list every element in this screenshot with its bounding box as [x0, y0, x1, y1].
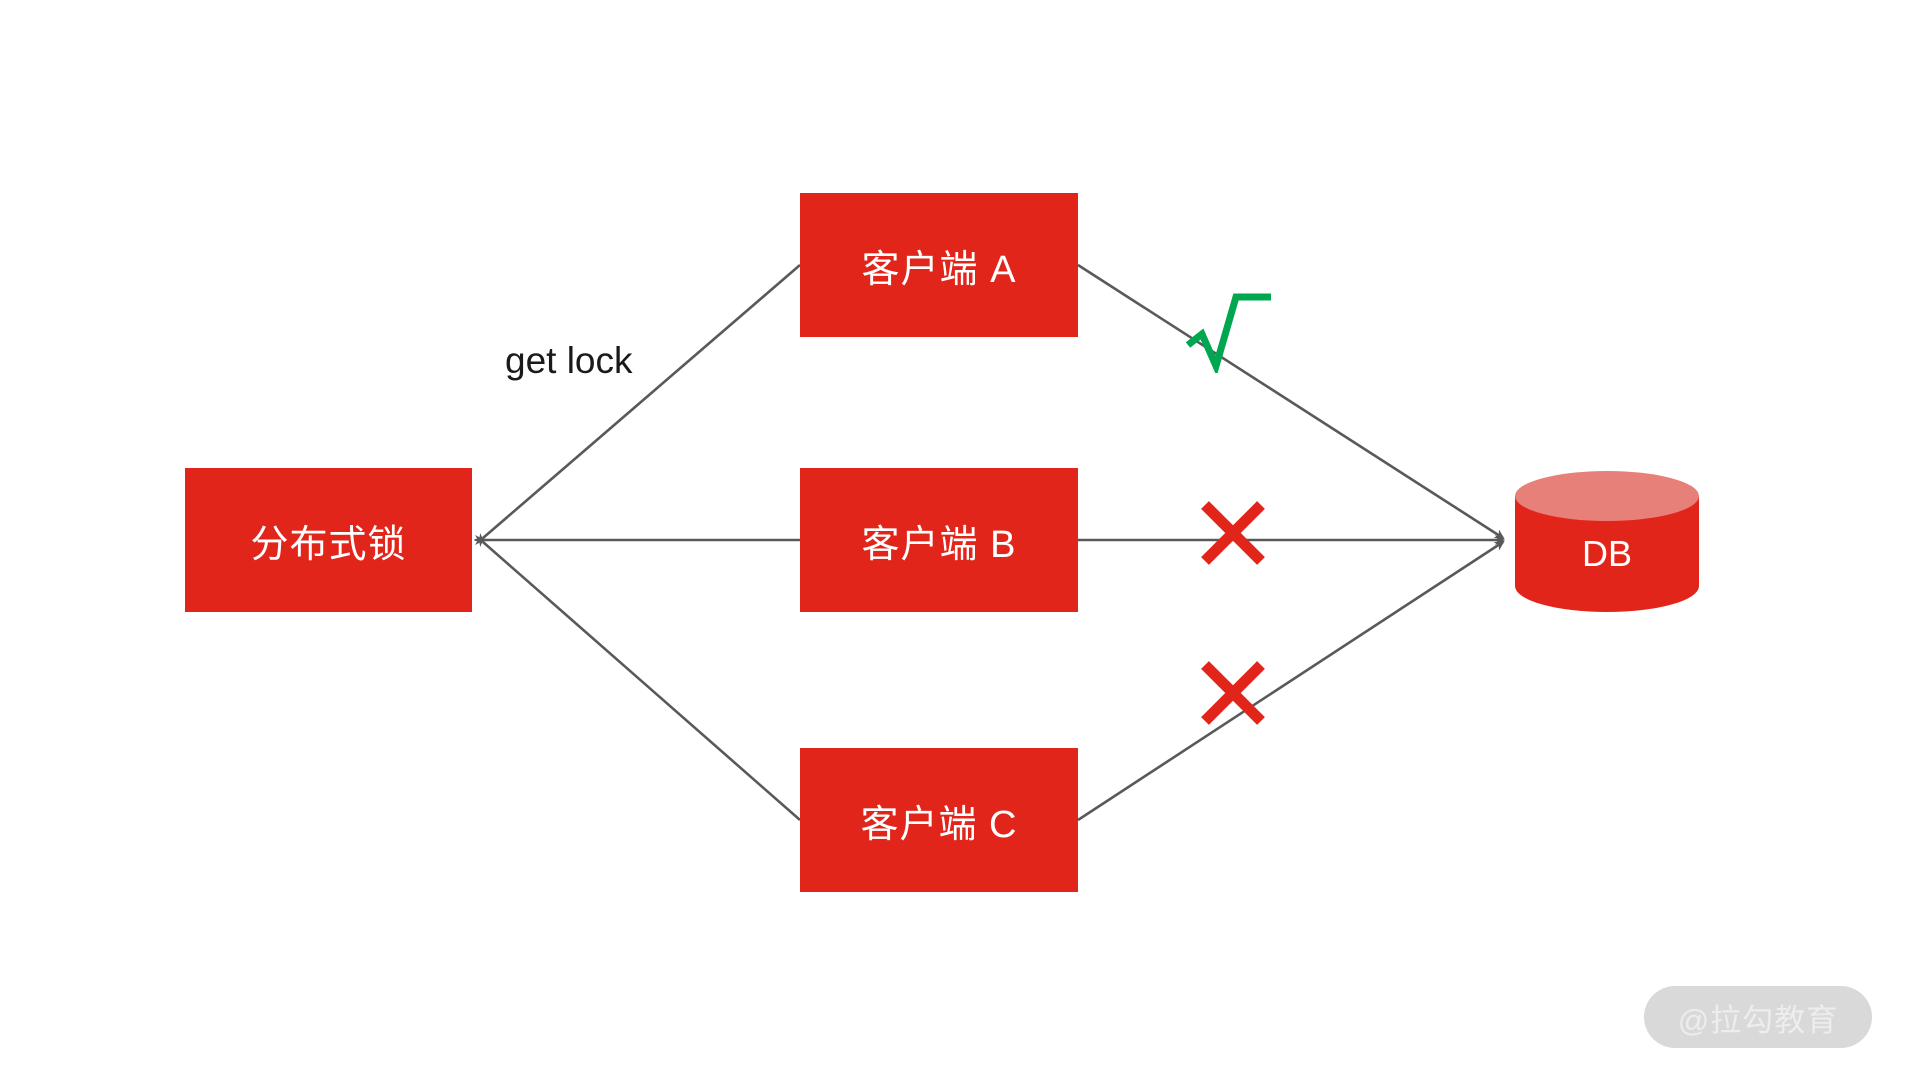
- database-cylinder-icon: [1515, 471, 1699, 612]
- node-distributed-lock-label: 分布式锁: [250, 523, 407, 566]
- edge-label-get-lock: get lock: [505, 340, 633, 381]
- node-client-c-label: 客户端 C: [860, 803, 1018, 846]
- node-distributed-lock[interactable]: 分布式锁: [185, 468, 472, 612]
- edge-client-a-to-lock: [473, 264, 801, 548]
- node-database-cylinder[interactable]: DB: [1513, 470, 1701, 612]
- watermark-text: @拉勾教育: [1677, 1002, 1839, 1038]
- node-client-b[interactable]: 客户端 B: [800, 468, 1078, 612]
- node-client-a-label: 客户端 A: [861, 248, 1017, 291]
- node-client-a[interactable]: 客户端 A: [800, 193, 1078, 337]
- watermark-badge: @拉勾教育: [1644, 986, 1872, 1048]
- check-icon: [1185, 293, 1271, 373]
- cross-icon-client-b: [1201, 501, 1265, 565]
- node-client-b-label: 客户端 B: [861, 523, 1017, 566]
- cross-icon-client-c: [1201, 661, 1265, 725]
- edge-client-c-to-db: [1077, 540, 1505, 822]
- node-database-label: DB: [1581, 533, 1632, 574]
- edge-client-c-to-lock: [473, 532, 801, 821]
- node-client-c[interactable]: 客户端 C: [800, 748, 1078, 892]
- edge-client-a-to-db: [1077, 263, 1505, 540]
